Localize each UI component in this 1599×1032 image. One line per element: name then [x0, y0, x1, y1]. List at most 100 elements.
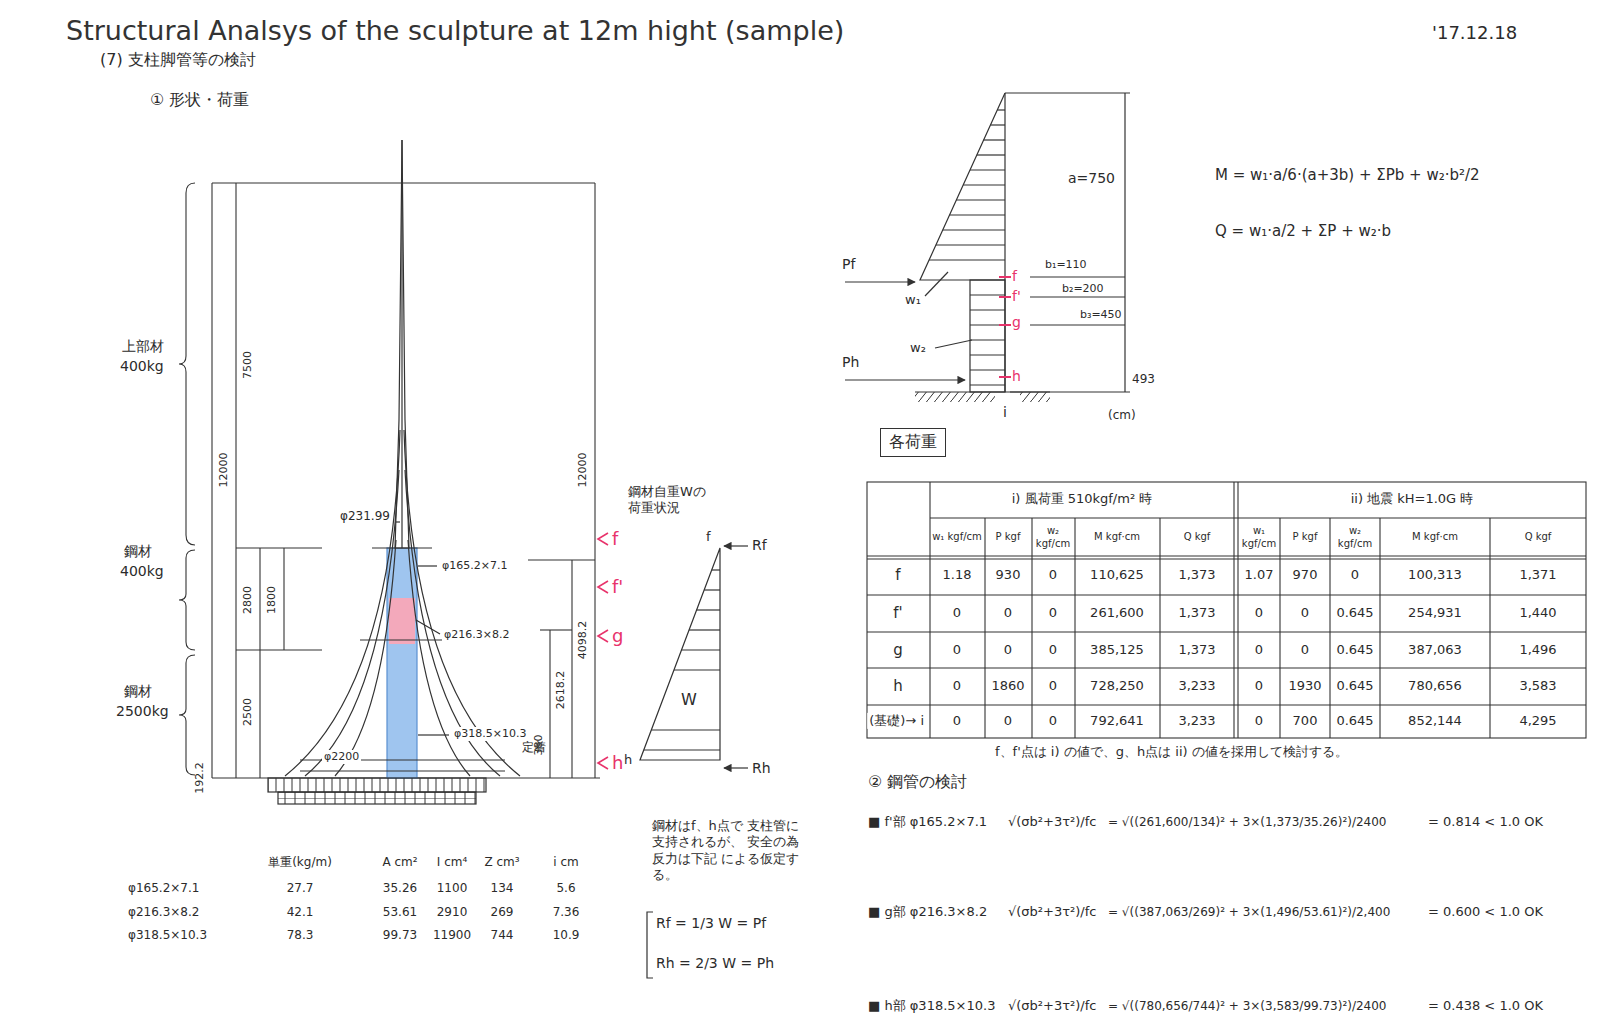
dimension-lines	[594, 183, 595, 778]
load-table-grid	[1233, 482, 1234, 738]
column-header: i cm	[553, 855, 578, 870]
section-point: h	[612, 752, 623, 775]
table-cell: 0	[953, 678, 961, 694]
load-diagram	[845, 379, 965, 380]
note-text: 鋼材	[124, 543, 152, 561]
table-cell: 0	[1049, 678, 1057, 694]
table-cell: 387,063	[1408, 642, 1462, 658]
table-cell: 0.645	[1336, 713, 1373, 729]
load-diagram	[984, 139, 1005, 140]
sculpture-elevation	[268, 140, 520, 804]
load-diagram	[977, 154, 1005, 155]
dimension-lines	[283, 548, 284, 650]
pipe-size: φ2200	[322, 750, 361, 764]
row-header: (基礎)→ i	[867, 713, 926, 729]
self-weight-diagram	[712, 569, 720, 570]
table-cell: 1860	[991, 678, 1024, 694]
note-text: (cm)	[1108, 408, 1136, 423]
table-cell: 0	[1301, 605, 1309, 621]
load-diagram	[920, 93, 1005, 280]
formula: = √((780,656/744)² + 3×(3,583/99.73)²)/2…	[1108, 999, 1387, 1014]
table-cell: 0	[1255, 678, 1263, 694]
check-result: = 0.438 < 1.0 OK	[1428, 998, 1543, 1014]
dimension-lines	[179, 550, 195, 650]
table-cell: 1,496	[1519, 642, 1556, 658]
table-cell: 0	[1255, 713, 1263, 729]
note-text: 上部材	[122, 338, 164, 356]
dimension: 2500	[241, 698, 255, 726]
load-table-grid	[867, 555, 1586, 556]
load-diagram	[963, 184, 1005, 185]
table-cell: 0	[1255, 642, 1263, 658]
sheet-title: Structural Analsys of the sculpture at 1…	[66, 14, 844, 48]
self-weight-diagram	[724, 545, 748, 546]
dimension-lines	[212, 182, 595, 183]
self-weight-diagram	[644, 749, 720, 750]
section-point: g	[1012, 314, 1021, 332]
table-cell: 3,233	[1178, 678, 1215, 694]
column-header: 単重(kg/m)	[268, 855, 332, 870]
formula: Q = w₁·a/2 + ΣP + w₂·b	[1215, 222, 1391, 241]
note-text: w₂	[910, 340, 926, 356]
note-text: h	[624, 752, 632, 768]
table-cell: 3,583	[1519, 678, 1556, 694]
section-heading: ② 鋼管の検討	[868, 772, 967, 792]
table-cell: 10.9	[553, 928, 580, 943]
dimension-lines	[259, 548, 260, 778]
load-diagram	[1030, 296, 1125, 297]
dimension: 493	[1132, 372, 1155, 387]
table-cell: 1,373	[1178, 567, 1215, 583]
column-header: i) 風荷重 510kgf/m² 時	[1012, 491, 1153, 507]
dimension: 2618.2	[554, 671, 568, 710]
sculpture-elevation	[278, 792, 476, 804]
table-cell: 1.18	[943, 567, 972, 583]
table-cell: 1100	[437, 881, 468, 896]
note-text: 鋼材	[124, 683, 152, 701]
note-text: i	[1003, 404, 1007, 422]
pipe-size: φ216.3×8.2	[442, 628, 511, 642]
table-cell: 0.645	[1336, 605, 1373, 621]
table-cell: 385,125	[1090, 642, 1144, 658]
section-point	[999, 376, 1011, 378]
row-header: f	[895, 566, 900, 585]
dimension-lines	[540, 629, 572, 630]
self-weight-diagram	[682, 649, 721, 650]
section-arrow	[598, 757, 608, 769]
self-weight-diagram	[640, 548, 720, 760]
column-header: P kgf	[1282, 531, 1328, 544]
table-cell: 5.6	[556, 881, 575, 896]
table-cell: 0	[1351, 567, 1359, 583]
check-item: ■ h部 φ318.5×10.3	[868, 998, 995, 1014]
load-diagram	[935, 340, 972, 348]
check-result: = 0.814 < 1.0 OK	[1428, 814, 1543, 830]
load-diagram	[956, 199, 1005, 200]
table-cell: 42.1	[287, 905, 314, 920]
note-text: Ph	[842, 354, 859, 372]
section-point	[999, 324, 1011, 326]
load-table-grid	[867, 558, 1586, 559]
section-box: 各荷重	[880, 428, 946, 457]
table-cell: 261,600	[1090, 605, 1144, 621]
table-cell: 4,295	[1519, 713, 1556, 729]
table-cell: 99.73	[383, 928, 417, 943]
pipe-size: φ231.99	[338, 509, 392, 524]
note-text: W	[679, 690, 699, 710]
self-weight-diagram	[689, 629, 720, 630]
table-cell: 110,625	[1090, 567, 1144, 583]
load-diagram	[845, 281, 915, 282]
table-cell: 0	[1301, 642, 1309, 658]
check-item: ■ f'部 φ165.2×7.1	[868, 814, 987, 830]
table-cell: 1,440	[1519, 605, 1556, 621]
self-weight-diagram	[651, 729, 720, 730]
column-header: w₂ kgf/cm	[1033, 525, 1073, 550]
column-header: Q kgf	[1162, 531, 1232, 544]
load-diagram	[991, 124, 1006, 125]
dimension-lines	[549, 630, 550, 778]
dimension: b₁=110	[1045, 258, 1087, 272]
sculpture-elevation	[387, 548, 417, 778]
sculpture-elevation	[416, 620, 440, 634]
dimension: 12000	[576, 453, 590, 488]
load-diagram	[925, 272, 948, 296]
dimension: 4098.2	[576, 621, 590, 660]
